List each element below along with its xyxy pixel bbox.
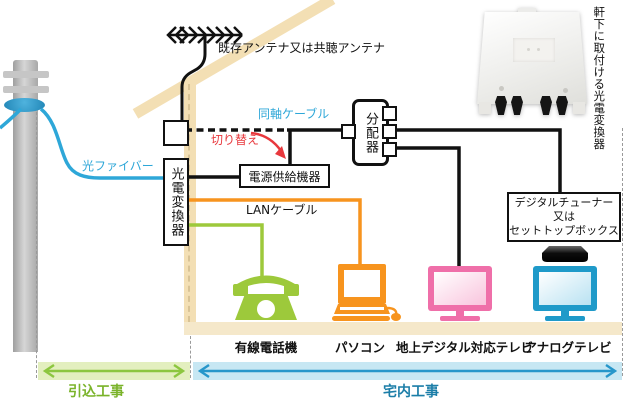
existing-antenna-label: 既存アンテナ又は共聴アンテナ <box>218 41 386 55</box>
switchover-label: 切り替え <box>211 133 260 147</box>
photo-dot <box>527 48 530 51</box>
splitter-output-port <box>382 142 397 157</box>
eaves-converter-label: 軒下に取付ける光電変換器 <box>592 6 607 150</box>
optical-fiber-label: 光ファイバー <box>82 159 154 173</box>
boundary-dash-right <box>622 128 623 376</box>
photo-connector <box>511 96 523 115</box>
lan-cable-line <box>185 198 362 270</box>
coax-cable-label: 同軸ケーブル <box>258 107 330 121</box>
house-wall-dashed-line <box>188 84 190 322</box>
phone-cable-line <box>185 223 264 278</box>
photo-connector <box>556 96 568 115</box>
digital-tv-label: 地上デジタル対応テレビ <box>396 340 534 355</box>
photo-top-tab <box>518 8 536 15</box>
indoor-label: 宅内工事 <box>383 384 439 400</box>
drop-terminal-box <box>163 120 189 146</box>
photo-screw <box>499 86 504 91</box>
tuner-box: デジタルチューナー 又は セットトップボックス <box>507 192 621 242</box>
switchover-arrowhead <box>275 146 286 159</box>
splitter-to-digital-tv-line <box>393 146 461 267</box>
wired-telephone-icon <box>233 275 299 320</box>
splitter-input-port <box>341 124 356 139</box>
fiber-clamp <box>4 98 45 112</box>
boundary-dash-middle <box>190 336 191 378</box>
pc-icon <box>332 264 401 321</box>
lead-in-label: 引込工事 <box>68 384 124 400</box>
photo-mount-tab <box>479 102 491 114</box>
photo-screw <box>563 88 568 93</box>
indoor-arrow <box>197 364 618 378</box>
pole-crossarm <box>3 71 49 78</box>
splitter-to-tuner-line <box>393 128 562 193</box>
lead-in-arrow <box>42 364 186 378</box>
pole-crossarm <box>3 86 49 93</box>
switchover-arrow <box>250 131 283 152</box>
photo-dot <box>537 48 540 51</box>
fiber-tail-line <box>0 107 23 130</box>
indoor-band <box>193 362 622 380</box>
power-supply-box: 電源供給機器 <box>239 164 330 188</box>
photo-mount-tab <box>573 102 585 114</box>
lan-cable-label: LANケーブル <box>246 203 318 217</box>
optical-fiber-line <box>39 107 164 180</box>
boundary-dash-left <box>36 112 37 378</box>
antenna-cable-line <box>180 35 207 121</box>
lead-in-band <box>38 362 190 380</box>
telephone-label: 有線電話機 <box>234 340 298 355</box>
analog-tv-icon <box>533 266 597 321</box>
stb-icon <box>542 246 588 262</box>
house-floor <box>184 322 622 335</box>
photo-connector <box>495 96 507 115</box>
digital-tv-icon <box>428 266 492 321</box>
optical-converter-box: 光電変換器 <box>163 158 189 246</box>
splitter-output-port <box>382 106 397 121</box>
photo-label-patch <box>513 38 555 62</box>
splitter-output-port <box>382 124 397 139</box>
analog-tv-label: アナログテレビ <box>524 340 612 355</box>
eaves-converter-photo <box>477 8 591 116</box>
pc-label: パソコン <box>334 340 385 355</box>
photo-connector <box>540 96 552 115</box>
